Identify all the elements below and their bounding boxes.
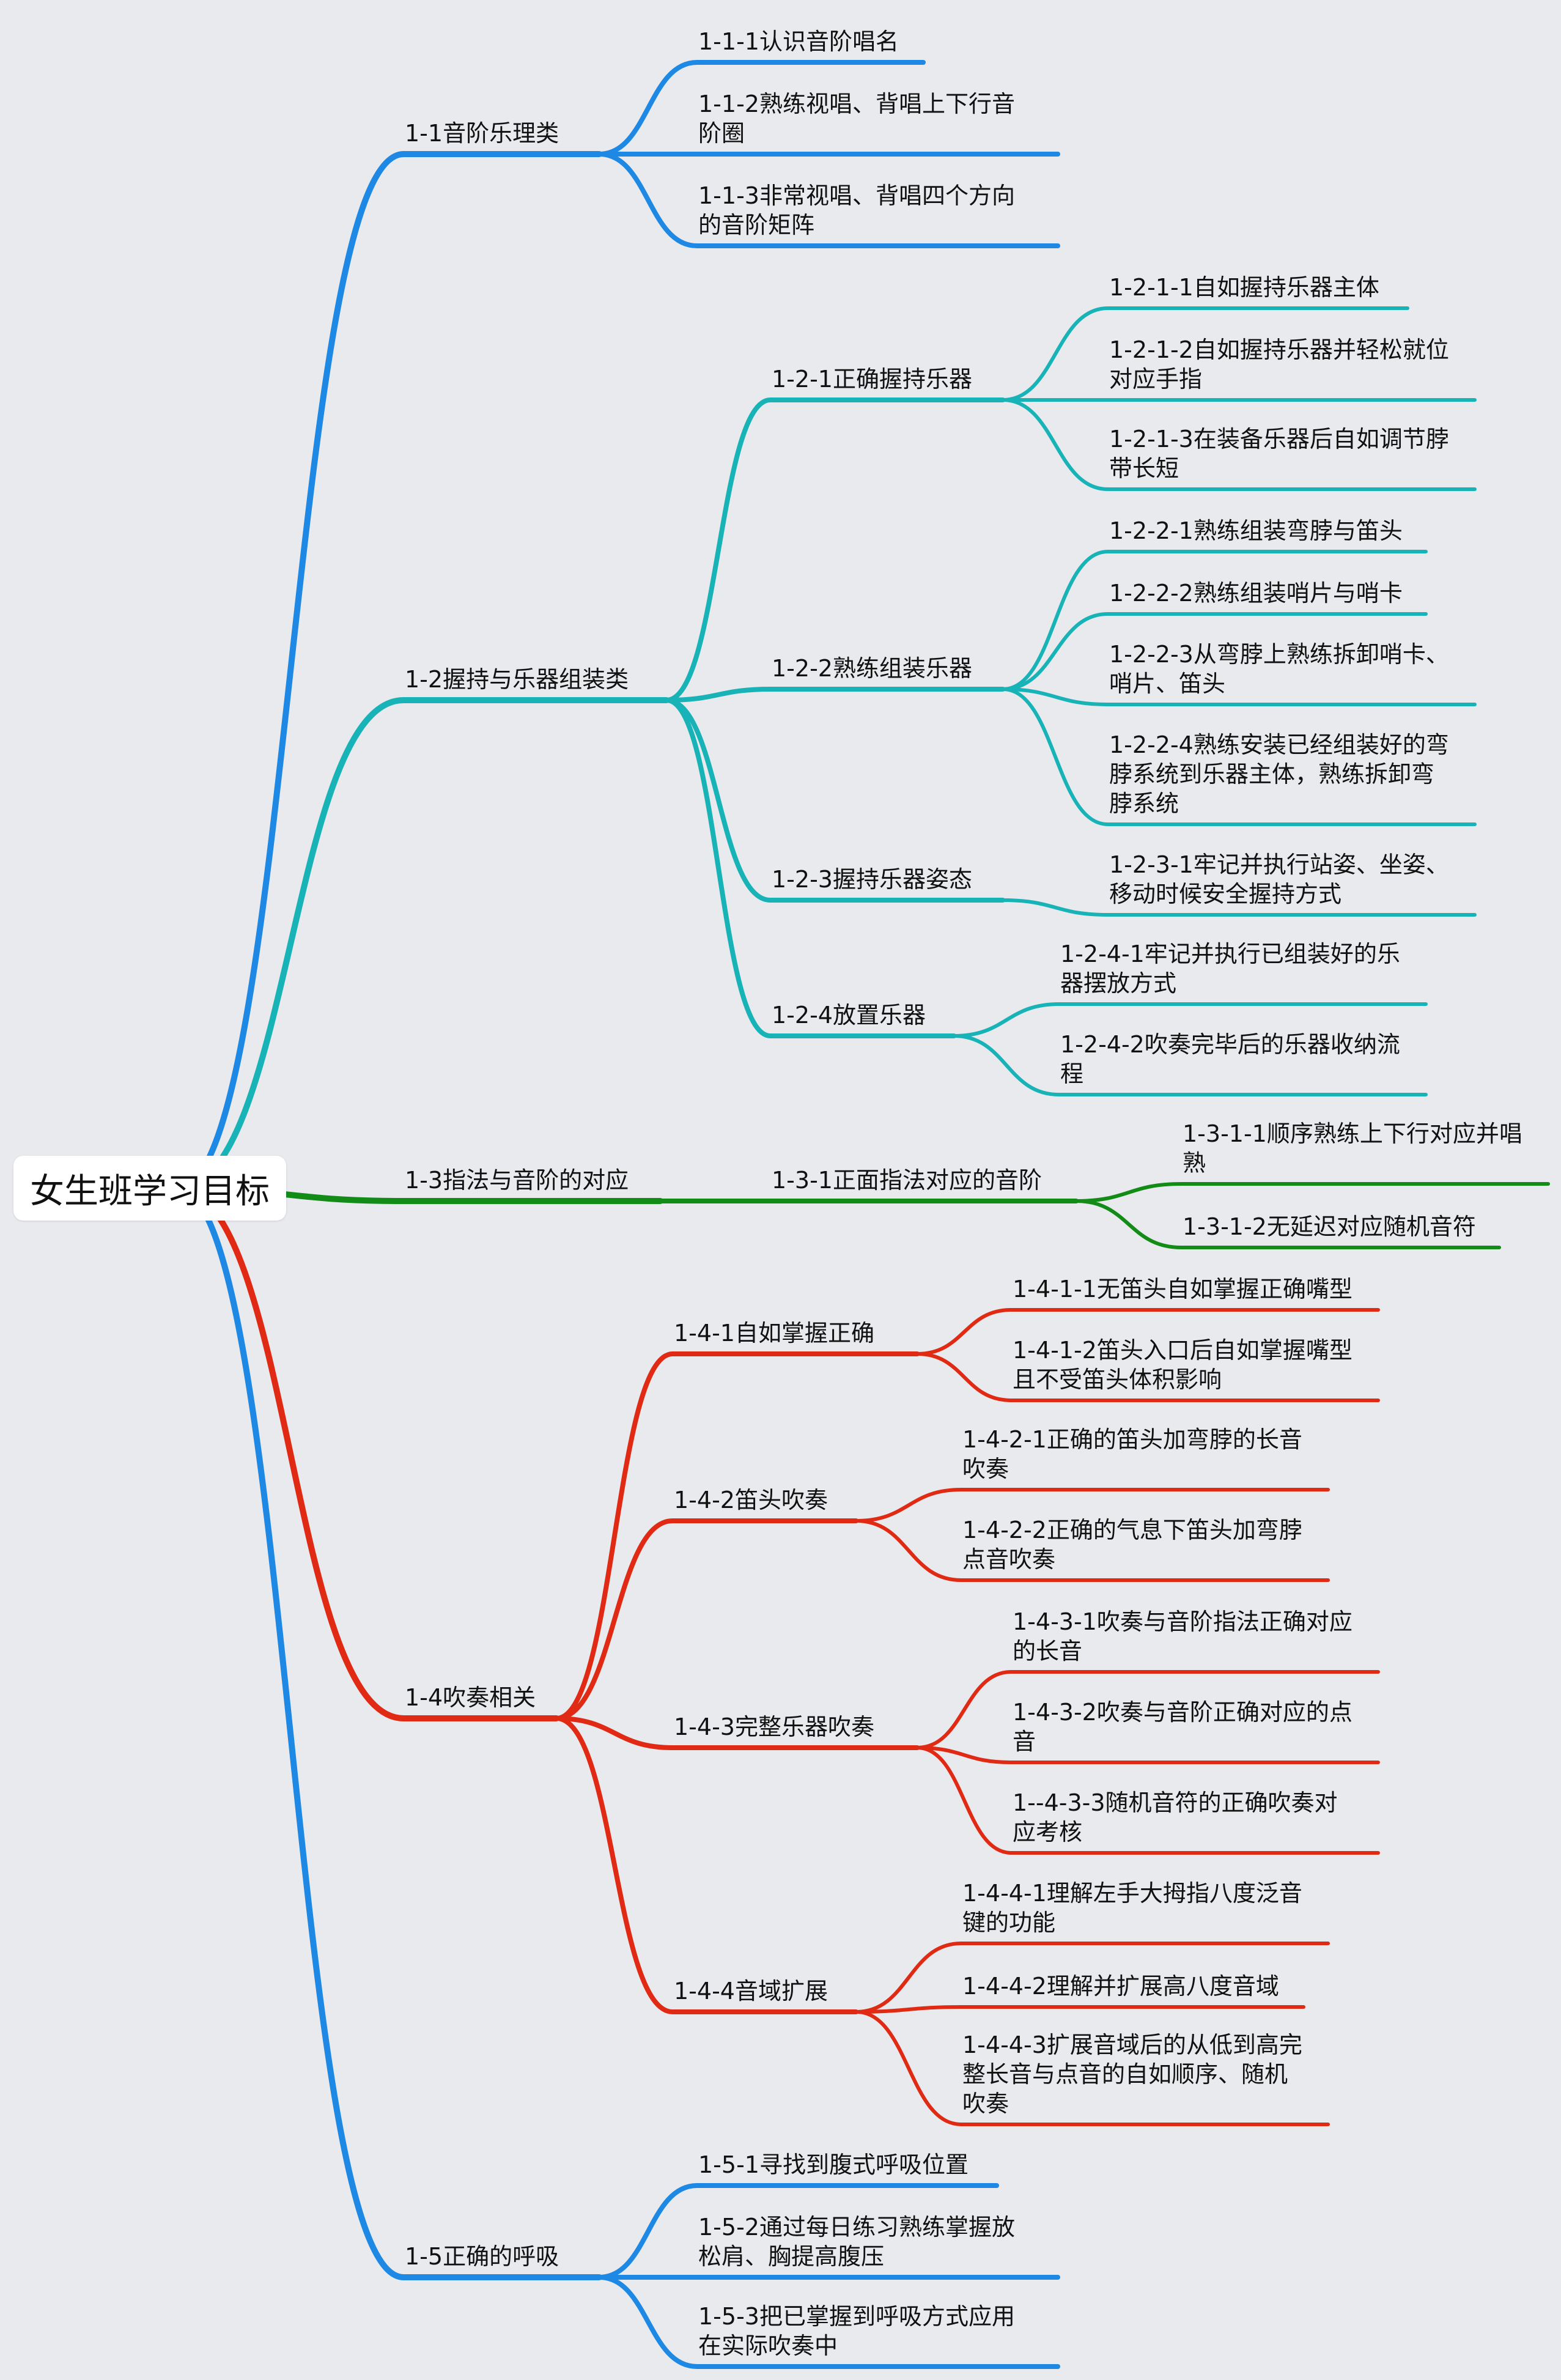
connector-curve [554,1716,675,1750]
node-level-2[interactable]: 1-1-3非常视唱、背唱四个方向 的音阶矩阵 [698,182,1015,238]
node-level-3[interactable]: 1-2-4-1牢记并执行已组装好的乐 器摆放方式 [1060,941,1400,997]
node-level-1[interactable]: 1-3指法与音阶的对应 [405,1167,629,1194]
node-level-2[interactable]: 1-4-3完整乐器吹奏 [674,1713,874,1740]
connector-curve [915,1746,1013,1855]
connector-curve [174,1186,407,2280]
connector-curve [597,152,699,248]
node-level-2[interactable]: 1-5-1寻找到腹式呼吸位置 [698,2151,969,2178]
connector-curve [664,687,773,703]
node-level-2[interactable]: 1-1-1认识音阶唱名 [698,28,899,55]
node-level-3[interactable]: 1-2-2-2熟练组装哨片与哨卡 [1109,580,1403,607]
node-level-3[interactable]: 1-2-4-2吹奏完毕后的乐器收纳流 程 [1060,1031,1400,1087]
node-level-3[interactable]: 1-4-4-3扩展音域后的从低到高完 整长音与点音的自如顺序、随机 吹奏 [962,2031,1302,2117]
node-level-2[interactable]: 1-2-3握持乐器姿态 [772,866,972,893]
node-level-1[interactable]: 1-2握持与乐器组装类 [405,666,629,693]
connector-curve [854,2010,963,2126]
connector-curve [915,1746,1013,1764]
node-level-3[interactable]: 1-2-1-2自如握持乐器并轻松就位 对应手指 [1109,336,1449,393]
connector-curve [854,1519,963,1582]
connector-curve [952,1002,1061,1038]
node-level-2[interactable]: 1-2-2熟练组装乐器 [772,655,972,682]
connector-curve [915,1308,1013,1356]
node-level-3[interactable]: 1-4-4-1理解左手大拇指八度泛音 键的功能 [962,1880,1302,1936]
connector-curve [1074,1182,1183,1203]
connector-curve [597,2183,699,2280]
connector-curve [1001,306,1110,402]
connector-curve [554,1716,675,2014]
node-level-2[interactable]: 1-5-3把已掌握到呼吸方式应用 在实际吹奏中 [698,2303,1015,2359]
node-level-3[interactable]: 1-4-2-1正确的笛头加弯脖的长音 吹奏 [962,1426,1302,1482]
node-level-3[interactable]: 1-4-3-2吹奏与音阶正确对应的点 音 [1013,1699,1352,1755]
node-level-2[interactable]: 1-5-2通过每日练习熟练掌握放 松肩、胸提高腹压 [698,2214,1015,2270]
connector-curve [554,1518,675,1721]
node-level-3[interactable]: 1-2-2-1熟练组装弯脖与笛头 [1109,517,1403,544]
connector-curve [554,1351,675,1721]
node-level-2[interactable]: 1-3-1正面指法对应的音阶 [772,1167,1042,1194]
connector-curve [664,698,773,903]
node-level-3[interactable]: 1-2-2-3从弯脖上熟练拆卸哨卡、 哨片、笛头 [1109,641,1449,697]
node-level-3[interactable]: 1-2-1-1自如握持乐器主体 [1109,274,1379,301]
connector-curve [952,1034,1061,1096]
connector-curve [597,60,699,157]
node-level-2[interactable]: 1-2-4放置乐器 [772,1002,926,1029]
node-level-3[interactable]: 1-2-3-1牢记并执行站姿、坐姿、 移动时候安全握持方式 [1109,851,1449,907]
root-node[interactable]: 女生班学习目标 [13,1156,286,1221]
node-level-1[interactable]: 1-1音阶乐理类 [405,120,559,147]
connector-curve [1074,1199,1183,1249]
node-level-1[interactable]: 1-4吹奏相关 [405,1684,536,1711]
node-level-3[interactable]: 1-2-2-4熟练安装已经组装好的弯 脖系统到乐器主体，熟练拆卸弯 脖系统 [1109,731,1449,817]
connector-curve [915,1352,1013,1402]
connector-curve [1001,398,1110,491]
connector-curve [664,698,773,1038]
connector-curve [1001,687,1110,706]
connector-curve [854,2005,963,2014]
node-level-3[interactable]: 1-3-1-1顺序熟练上下行对应并唱 熟 [1183,1120,1522,1177]
node-level-3[interactable]: 1-4-2-2正确的气息下笛头加弯脖 点音吹奏 [962,1517,1302,1573]
node-level-3[interactable]: 1-3-1-2无延迟对应随机音符 [1183,1213,1476,1240]
connector-curve [664,397,773,703]
connector-curve [174,151,407,1192]
connector-curve [854,1942,963,2014]
node-level-2[interactable]: 1-2-1正确握持乐器 [772,366,972,393]
node-level-3[interactable]: 1-2-1-3在装备乐器后自如调节脖 带长短 [1109,426,1449,482]
connector-curve [174,697,407,1192]
connector-curve [854,1488,963,1523]
connector-curve [597,2275,699,2369]
connector-curve [915,1670,1013,1750]
connector-curve [1001,898,1110,917]
connector-curve [1001,687,1110,826]
node-level-3[interactable]: 1-4-1-1无笛头自如掌握正确嘴型 [1013,1276,1352,1303]
node-level-3[interactable]: 1--4-3-3随机音符的正确吹奏对 应考核 [1013,1789,1338,1846]
node-level-2[interactable]: 1-4-2笛头吹奏 [674,1487,828,1513]
node-level-3[interactable]: 1-4-1-2笛头入口后自如掌握嘴型 且不受笛头体积影响 [1013,1337,1352,1393]
node-level-2[interactable]: 1-1-2熟练视唱、背唱上下行音 阶圈 [698,91,1015,147]
node-level-2[interactable]: 1-4-4音域扩展 [674,1978,828,2005]
node-level-1[interactable]: 1-5正确的呼吸 [405,2243,559,2270]
node-level-2[interactable]: 1-4-1自如掌握正确 [674,1320,874,1347]
node-level-3[interactable]: 1-4-3-1吹奏与音阶指法正确对应 的长音 [1013,1608,1352,1665]
connector-curve [1001,612,1110,691]
connector-curve [174,1186,407,1721]
connector-curve [1001,550,1110,691]
node-level-3[interactable]: 1-4-4-2理解并扩展高八度音域 [962,1973,1279,2000]
